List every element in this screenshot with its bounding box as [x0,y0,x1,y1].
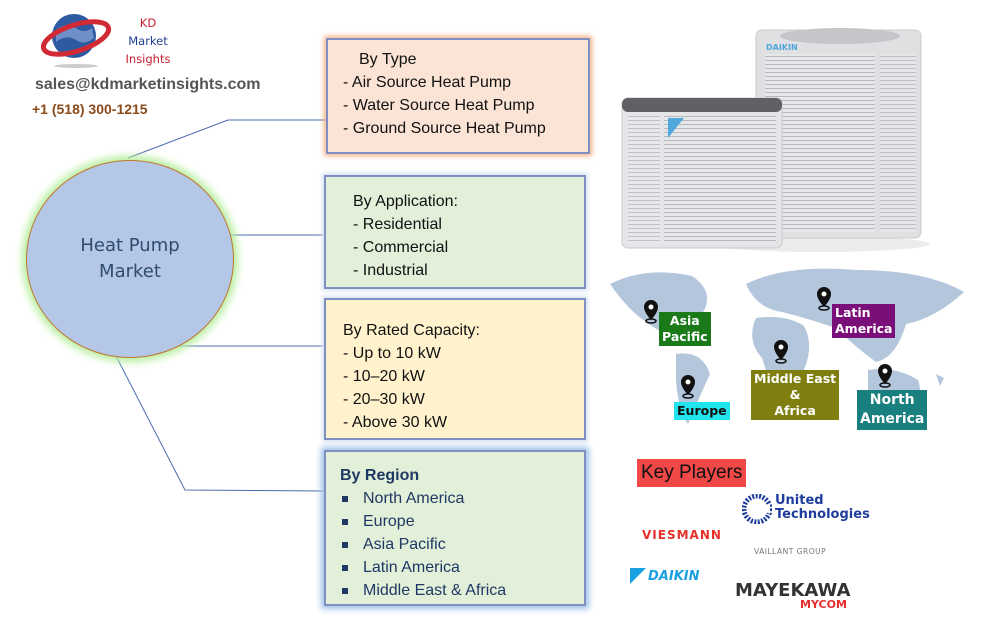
logo-insights: Insights [125,52,171,66]
region-list: North America Europe Asia Pacific Latin … [340,487,584,602]
company-logo-text: KD Market Insights [113,14,183,68]
map-label-line: Latin [835,305,871,320]
brand-mayekawa: MAYEKAWA [735,580,851,601]
list-item: - Water Source Heat Pump [343,97,535,114]
hub-title-line1: Heat Pump [80,235,180,256]
list-item: Middle East & Africa [340,579,584,602]
list-item: - Up to 10 kW [343,345,441,362]
segment-by-type: By Type - Air Source Heat Pump - Water S… [326,38,590,154]
list-item: - Industrial [353,262,428,279]
brand-viessmann: VIESMANN [642,528,722,542]
product-brand-label: DAIKIN [766,43,798,52]
map-label-line: North [869,392,915,408]
location-pin-icon [644,300,658,324]
map-label-north-america: North America [857,390,928,430]
list-item: - Air Source Heat Pump [343,74,512,91]
map-label-line: & [789,387,801,402]
brand-vaillant: VAILLANT GROUP [754,547,827,556]
logo-market: Market [128,34,168,48]
brand-name-line: United [775,493,824,508]
list-item: North America [340,487,584,510]
map-label-middle-east-africa: Middle East & Africa [751,370,840,420]
heat-pump-units-image: DAIKIN [621,28,930,252]
segment-title: By Region [340,467,420,484]
segment-title: By Type [359,51,417,68]
list-item: - Commercial [353,239,449,256]
hub-title-line2: Market [99,261,161,282]
segment-by-capacity: By Rated Capacity: - Up to 10 kW - 10–20… [324,298,586,440]
list-item: - Residential [353,216,442,233]
list-item: Asia Pacific [340,533,584,556]
contact-email[interactable]: sales@kdmarketinsights.com [35,76,261,93]
location-pin-icon [774,340,788,364]
map-label-line: Europe [677,403,727,418]
map-label-line: Middle East [754,371,837,386]
location-pin-icon [817,287,831,311]
logo-kd: KD [139,16,157,30]
location-pin-icon [681,375,695,399]
contact-phone[interactable]: +1 (518) 300-1215 [32,101,148,117]
map-label-line: America [860,411,925,427]
segment-title: By Application: [353,193,458,210]
brand-mycom: MYCOM [800,598,847,611]
globe-logo-icon [40,14,112,68]
brand-daikin: DAIKIN [648,569,700,584]
map-label-line: Africa [774,403,816,418]
brand-united-technologies: United Technologies [775,494,870,522]
map-label-europe: Europe [674,402,730,420]
map-label-line: Pacific [662,329,708,344]
list-item: - 20–30 kW [343,391,425,408]
map-label-line: America [835,321,893,336]
location-pin-icon [878,364,892,388]
connector-type [127,119,326,159]
list-item: - 10–20 kW [343,368,425,385]
connector-region [115,355,325,492]
map-label-line: Asia [669,313,700,328]
list-item: Europe [340,510,584,533]
segment-by-application: By Application: - Residential - Commerci… [324,175,586,289]
map-label-latin-america: Latin America [832,304,896,338]
united-technologies-logo-icon [742,494,772,524]
daikin-logo-icon [630,568,646,584]
list-item: Latin America [340,556,584,579]
segment-title: By Rated Capacity: [343,322,480,339]
list-item: - Above 30 kW [343,414,448,431]
key-players-heading: Key Players [637,459,747,487]
segment-by-region: By Region North America Europe Asia Paci… [324,450,586,606]
map-label-asia-pacific: Asia Pacific [659,312,711,346]
brand-name-line: Technologies [775,507,870,522]
list-item: - Ground Source Heat Pump [343,120,546,137]
